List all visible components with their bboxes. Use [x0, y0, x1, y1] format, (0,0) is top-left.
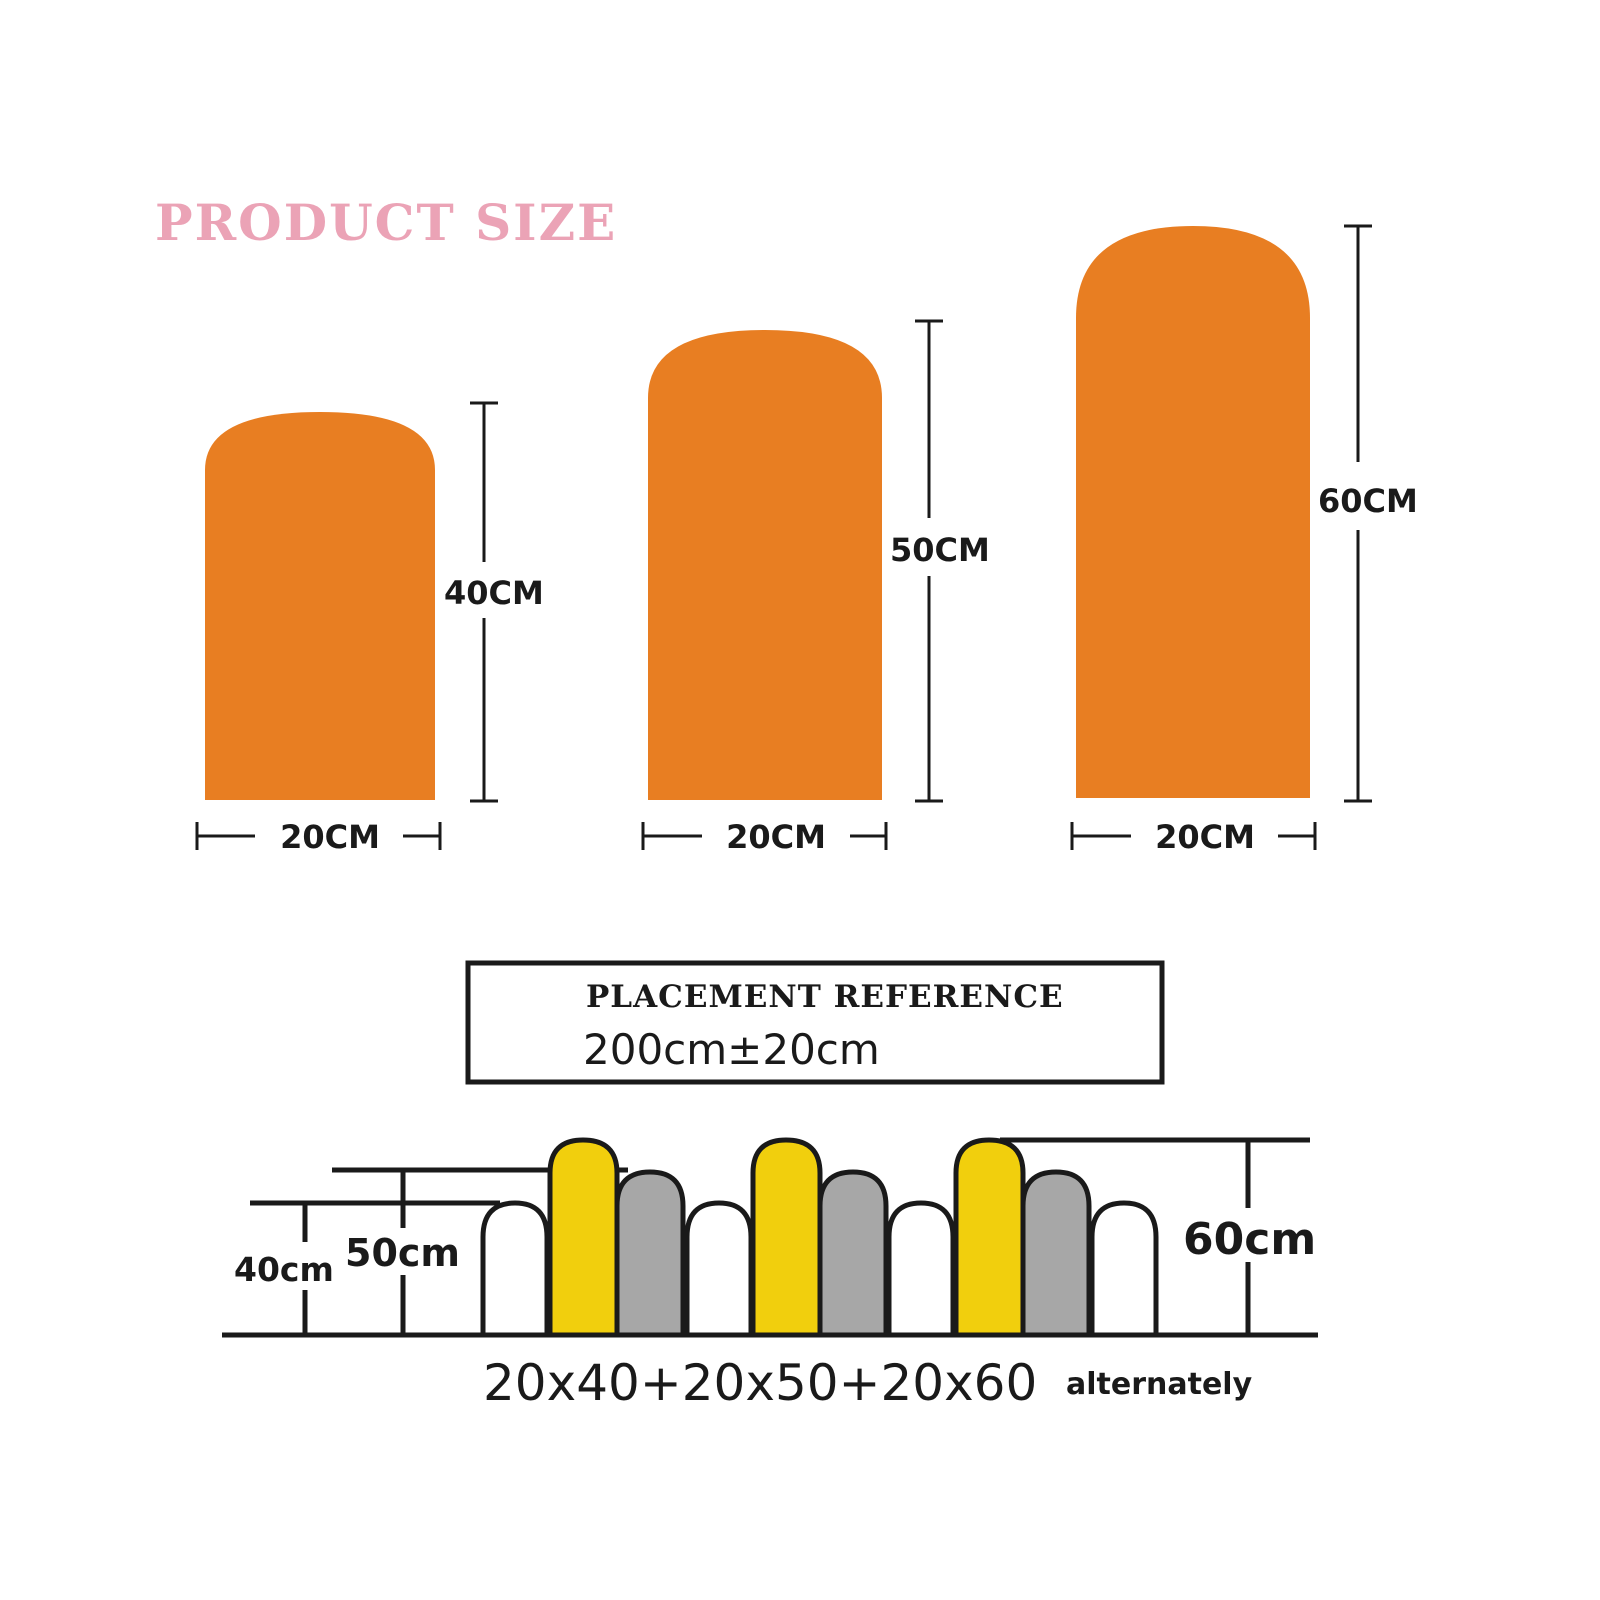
cushion-panel-large: [1076, 226, 1310, 798]
formula-suffix: alternately: [1066, 1367, 1253, 1402]
panel-50cm: 50CM 20CM: [641, 319, 990, 856]
height-dimension-line: [915, 319, 943, 803]
placement-reference-box: PLACEMENT REFERENCE 200cm±20cm: [465, 960, 1165, 1085]
height-label: 40CM: [444, 574, 544, 612]
cushion-white: [1089, 1200, 1159, 1338]
panel-40cm: 40CM 20CM: [195, 401, 544, 856]
height-dimension-line: [470, 401, 498, 803]
width-label: 20CM: [1155, 818, 1255, 856]
label-40cm: 40cm: [234, 1250, 334, 1289]
cushion-gray: [1020, 1169, 1092, 1338]
height-dimension-line: [1344, 224, 1372, 803]
label-50cm: 50cm: [345, 1231, 460, 1275]
cushion-panel-medium: [648, 330, 882, 800]
cushion-gray: [817, 1169, 889, 1338]
width-label: 20CM: [280, 818, 380, 856]
placement-illustration: 40cm 50cm 60cm 20x40+20x50+20x60 alterna…: [222, 1137, 1318, 1412]
cushion-yellow: [547, 1137, 620, 1338]
width-dimension-line: [195, 822, 442, 850]
cushion-white: [886, 1200, 956, 1338]
width-dimension-line: [1070, 822, 1317, 850]
width-label: 20CM: [726, 818, 826, 856]
width-dimension-line: [641, 822, 888, 850]
cushion-yellow: [750, 1137, 823, 1338]
height-label: 60CM: [1318, 482, 1418, 520]
cushion-white: [684, 1200, 754, 1338]
panel-60cm: 60CM 20CM: [1070, 224, 1418, 856]
placement-length: 200cm±20cm: [583, 1025, 880, 1074]
label-60cm: 60cm: [1183, 1214, 1316, 1265]
cushion-white: [480, 1200, 550, 1338]
placement-heading: PLACEMENT REFERENCE: [586, 979, 1064, 1015]
height-label: 50CM: [890, 531, 990, 569]
cushion-panel-small: [205, 412, 435, 800]
combination-formula: 20x40+20x50+20x60: [483, 1354, 1037, 1412]
page-title: PRODUCT SIZE: [155, 193, 617, 252]
cushion-gray: [614, 1169, 686, 1338]
cushion-yellow: [953, 1137, 1026, 1338]
